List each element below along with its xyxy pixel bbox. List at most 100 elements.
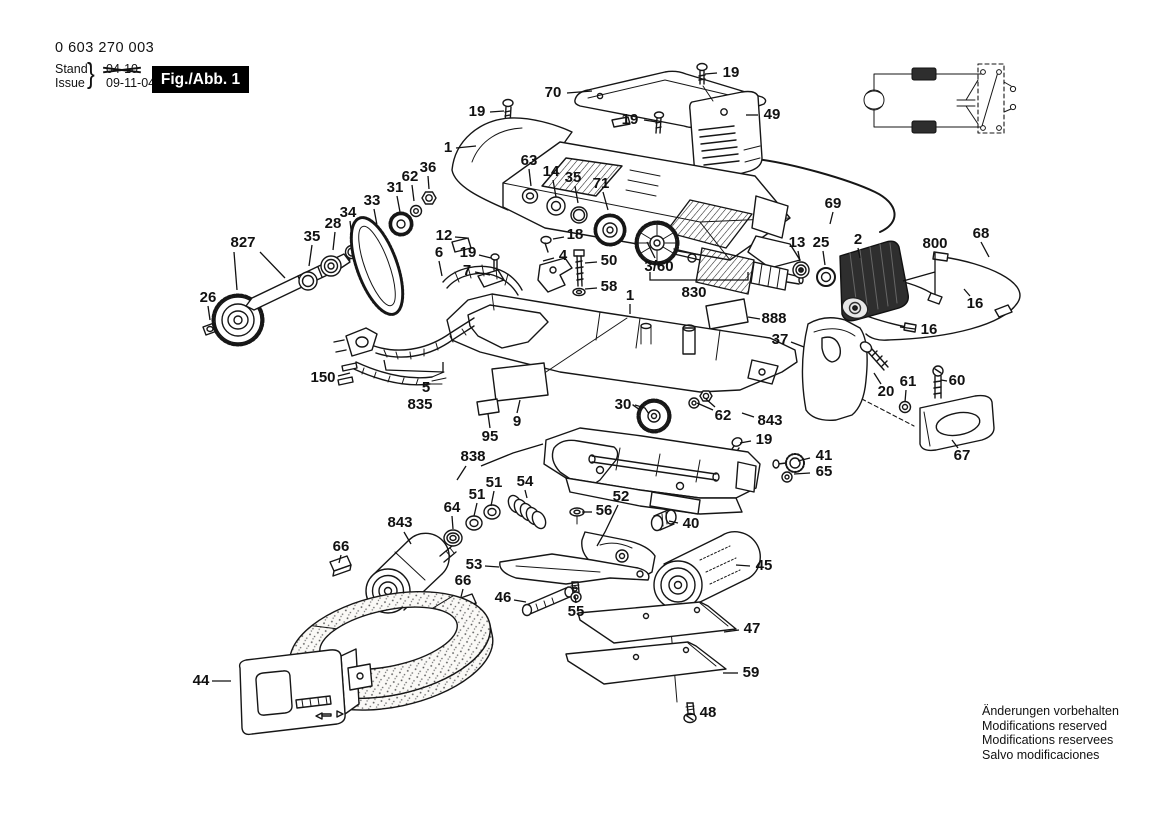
leader-line-2 [857,247,861,259]
part-callout-67: 67 [954,447,971,464]
leader-line-35 [574,185,579,204]
leader-line-53 [484,565,500,568]
pin-150 [341,362,358,372]
part-callout-14: 14 [543,163,560,180]
nut-61 [898,400,912,414]
part-callout-34: 34 [340,204,357,221]
terminal [1009,85,1017,93]
screw-50 [573,249,585,287]
figure-label-box: Fig./Abb. 1 [152,66,249,93]
part-callout-31: 31 [387,179,404,196]
spring-54 [507,494,547,530]
issue-date: 09-11-04 [106,76,156,90]
leader-line-827 [233,251,238,291]
leader-line-1 [455,145,477,149]
leader-line-34 [349,220,353,239]
leader-line-62 [411,184,415,202]
leader-line-51 [490,490,495,507]
part-callout-19: 19 [756,431,773,448]
part-callout-13: 13 [789,234,806,251]
part-callout-7: 7 [463,262,471,279]
part-callout-61: 61 [900,373,917,390]
nut-36 [421,191,437,205]
part-callout-800: 800 [922,235,947,252]
part-callout-33: 33 [364,192,381,209]
leader-line-5 [383,359,444,373]
toothed-belt-33 [349,216,405,316]
fan-3-60 [634,220,680,266]
part-callout-35: 35 [304,228,321,245]
part-callout-1: 1 [626,287,634,304]
leader-line-838 [456,465,467,481]
part-callout-30: 30 [615,396,632,413]
wing-nut-56 [569,507,585,517]
part-callout-12: 12 [436,227,453,244]
part-callout-60: 60 [949,372,966,389]
part-callout-19: 19 [723,64,740,81]
leader-line-30 [634,404,650,415]
part-callout-62: 62 [715,407,732,424]
part-callout-20: 20 [878,383,895,400]
leader-line-35 [308,244,313,267]
leader-line-46 [513,599,527,603]
screw-48 [683,702,697,724]
document-part-number: 0 603 270 003 [55,40,155,56]
part-callout-19: 19 [460,244,477,261]
leader-line-16 [899,326,916,330]
figure-label: Fig./Abb. 1 [160,70,241,88]
part-callout-835: 835 [407,396,432,413]
leader-line-65 [793,472,811,475]
date-block: 04-10 09-11-04 [106,62,155,90]
part-callout-52: 52 [613,488,630,505]
part-callout-843: 843 [757,412,782,429]
part-callout-45: 45 [756,557,773,574]
leader-line-40 [668,520,679,524]
modification-notes: Änderungen vorbehalten Modifications res… [982,704,1119,762]
leader-line-67 [951,439,959,449]
armature-830 [673,247,804,295]
part-callout-62: 62 [402,168,419,185]
washer-65 [781,471,793,483]
leader-line-19 [704,72,718,75]
leader-line-9 [516,399,521,414]
screw-19-art [502,62,714,134]
leader-line-62 [696,402,714,411]
part-callout-5: 5 [422,379,430,396]
base-platform-art [543,427,761,515]
sleeve-51 [465,515,483,531]
leader-line-19 [739,440,752,444]
wire-69 [747,157,896,233]
leader-line-54 [524,489,528,499]
leader-line-68 [980,241,990,258]
leader-line-36 [427,175,430,190]
nut-58 [572,287,586,297]
leader-line-63 [528,168,532,187]
leader-line-45 [735,564,751,567]
ring-25 [816,267,836,287]
part-callout-25: 25 [813,234,830,251]
roller-45 [653,531,761,610]
part-callout-51: 51 [486,474,503,491]
part-callout-58: 58 [601,278,618,295]
capacitor-symbol [956,79,979,125]
part-callout-64: 64 [444,499,461,516]
pulley-71 [593,213,627,247]
part-callout-830: 830 [681,284,706,301]
label-9-art [491,362,549,402]
frame-44-art [238,648,373,736]
leader-line-7 [474,271,491,276]
leader-line-888 [747,316,761,320]
screw-19-roller [731,437,743,447]
bearing-14 [546,196,566,216]
leader-line-843 [403,531,412,545]
plate-59 [565,641,727,685]
screw-20 [859,341,873,353]
part-callout-26: 26 [200,289,217,306]
part-callout-66: 66 [455,572,472,589]
leader-line-3/60 [646,241,656,259]
leader-line-18 [552,236,565,240]
drive-roller-30-art [632,390,743,460]
